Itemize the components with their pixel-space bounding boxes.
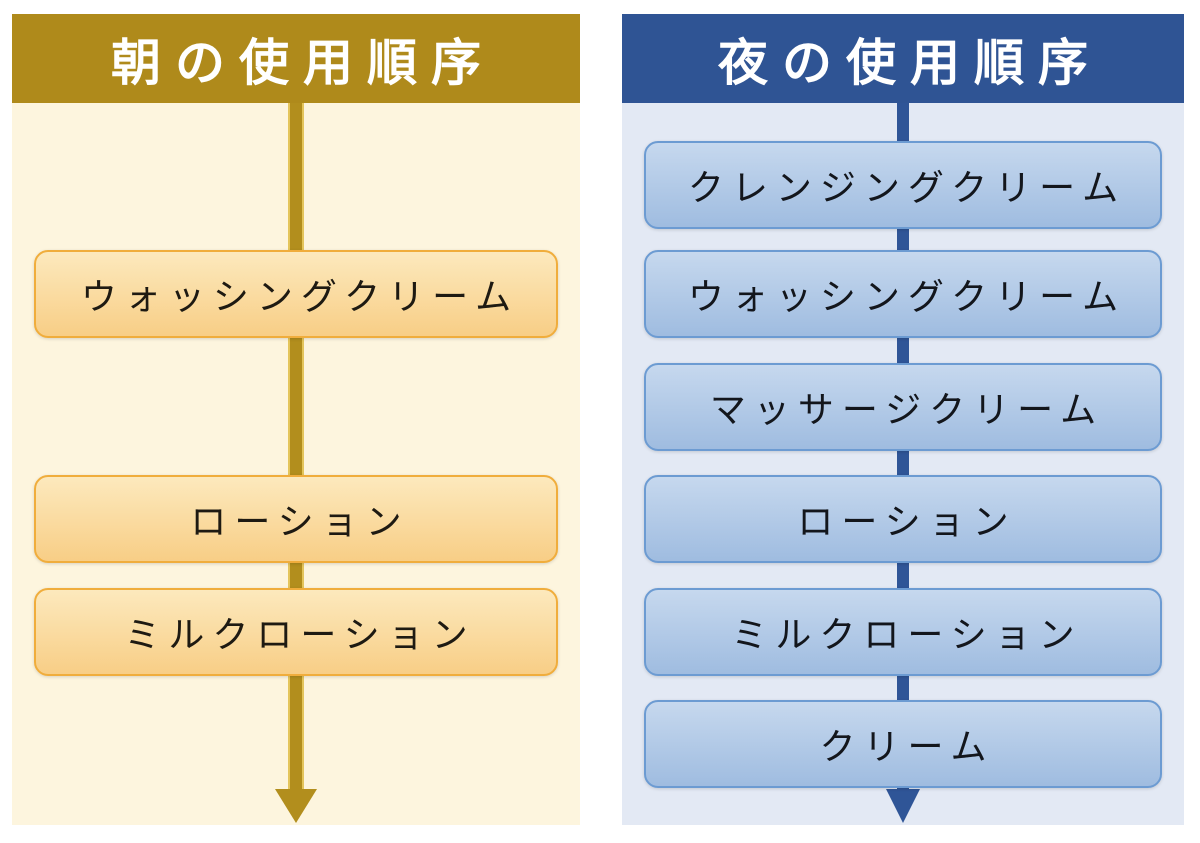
flow-step-label: ミルクローション [731,614,1083,655]
flow-step-label: ミルクローション [124,614,476,655]
panel-night-body: クレンジングクリームウォッシングクリームマッサージクリームローションミルクローシ… [622,103,1184,825]
flow-step-box: ローション [34,475,558,563]
flow-arrow-down-icon [886,789,920,823]
panel-morning-header: 朝の使用順序 [12,14,580,103]
flow-step-box: マッサージクリーム [644,363,1162,451]
flow-step-label: ローション [797,501,1017,542]
flow-step-label: ウォッシングクリーム [687,276,1127,317]
panel-night: 夜の使用順序 クレンジングクリームウォッシングクリームマッサージクリームローショ… [622,14,1184,825]
panel-morning-body: ウォッシングクリームローションミルクローション [12,103,580,825]
flow-step-box: ウォッシングクリーム [34,250,558,338]
flow-step-label: マッサージクリーム [709,389,1105,430]
flow-step-label: クリーム [819,726,995,767]
flow-step-label: ローション [190,501,410,542]
flow-step-box: ローション [644,475,1162,563]
panel-morning-title: 朝の使用順序 [111,34,495,91]
flow-step-label: ウォッシングクリーム [80,276,520,317]
flow-arrow-down-icon [275,789,317,823]
flow-step-box: クリーム [644,700,1162,788]
flow-step-box: ウォッシングクリーム [644,250,1162,338]
flow-step-box: クレンジングクリーム [644,141,1162,229]
panel-night-header: 夜の使用順序 [622,14,1184,103]
panel-morning: 朝の使用順序 ウォッシングクリームローションミルクローション [12,14,580,825]
flow-step-box: ミルクローション [34,588,558,676]
flow-step-box: ミルクローション [644,588,1162,676]
panel-night-title: 夜の使用順序 [718,34,1102,91]
flow-step-label: クレンジングクリーム [687,167,1127,208]
flow-arrow-line [288,103,304,791]
